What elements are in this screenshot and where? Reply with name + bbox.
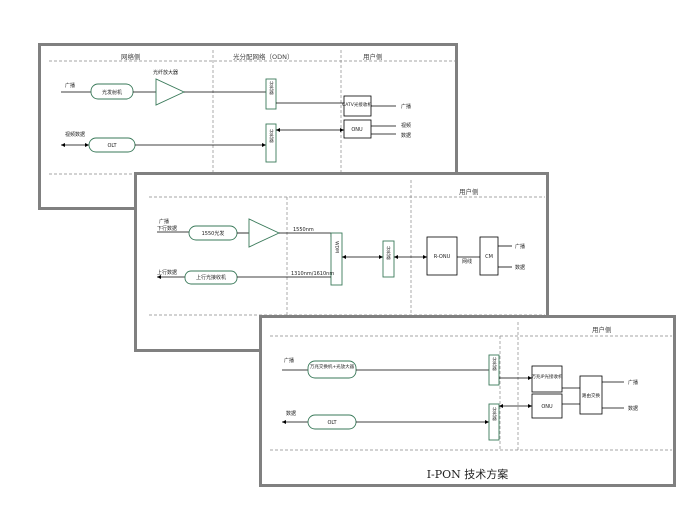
label-wl-mix: 1310nm/1610nm xyxy=(291,271,334,277)
label-broadcast-out: 广播 xyxy=(628,379,638,386)
header-user-side: 用户侧 xyxy=(363,52,383,61)
label-broadcast-out: 广播 xyxy=(401,103,411,110)
cm-box xyxy=(479,236,499,276)
rf-mixed-schematic: 网络侧 光分配网络（ODN） 用户侧 广播 光发射机 光纤放大器 分光器 CAT… xyxy=(49,50,456,175)
wdm-box xyxy=(330,232,343,286)
label-broadcast-in: 广播 xyxy=(159,218,169,225)
switch-amp-box xyxy=(307,360,357,379)
label-splitter: 分光器 xyxy=(386,245,391,261)
label-r-onu: R-ONU xyxy=(434,254,451,260)
label-lan: 网线 xyxy=(462,258,472,265)
label-broadcast-out: 广播 xyxy=(515,243,525,250)
label-olt: OLT xyxy=(107,143,117,149)
label-splitter-top: 分光器 xyxy=(269,80,274,96)
splitter-top-box xyxy=(488,354,500,386)
label-optical-tx: 光发射机 xyxy=(102,89,122,96)
label-catv-rx: CATV光接收机 xyxy=(342,101,372,108)
label-tx-1550: 1550光发 xyxy=(202,230,225,237)
splitter-bottom-box xyxy=(265,123,277,163)
label-wdm: WDM xyxy=(334,241,340,253)
label-olt: OLT xyxy=(327,420,337,426)
upstream-rx-box xyxy=(184,270,238,285)
label-router: 路由交换 xyxy=(582,392,600,399)
rfo-schematic: 用户侧 广播 下行数据 1550光发 1550nm WDM 分光器 R-ONU … xyxy=(149,180,545,316)
label-splitter-top: 分光器 xyxy=(492,356,497,372)
label-data-out: 数据 xyxy=(628,405,638,412)
amplifier-triangle xyxy=(155,78,186,106)
router-box xyxy=(579,375,603,415)
caption-ipon: I-PON 技术方案 xyxy=(426,468,509,481)
splitter-box xyxy=(382,240,395,278)
label-splitter-bottom: 分光器 xyxy=(269,128,274,144)
rx-10g-box xyxy=(531,365,563,393)
label-video-out: 视频 xyxy=(401,122,411,129)
header-user-side: 用户侧 xyxy=(459,187,479,196)
label-video-data-in: 视频数据 xyxy=(65,131,85,138)
header-odn: 光分配网络（ODN） xyxy=(233,52,293,61)
header-network-side: 网络侧 xyxy=(121,52,141,61)
label-onu: ONU xyxy=(541,404,553,410)
label-onu: ONU xyxy=(351,127,363,133)
label-switch-amp: 万兆交换机+光放大器 xyxy=(310,363,355,370)
label-broadcast-in: 广播 xyxy=(65,82,75,89)
ipon-diagram: 用户侧 广播 万兆交换机+光放大器 分光器 万兆IP光接收机 路由交换 广播 数… xyxy=(259,315,676,487)
label-data-out: 数据 xyxy=(401,132,411,139)
onu-box xyxy=(343,119,372,139)
amplifier-triangle xyxy=(248,218,281,248)
label-splitter-bottom: 分光器 xyxy=(492,406,497,422)
splitter-top-box xyxy=(265,78,277,110)
label-broadcast-in: 广播 xyxy=(284,357,294,364)
ipon-schematic: 用户侧 广播 万兆交换机+光放大器 分光器 万兆IP光接收机 路由交换 广播 数… xyxy=(270,322,672,451)
label-data-out: 数据 xyxy=(515,264,525,271)
optical-transmitter-box xyxy=(90,83,134,100)
r-onu-box xyxy=(426,236,458,276)
label-amplifier: 光纤放大器 xyxy=(153,69,178,76)
splitter-bottom-box xyxy=(488,403,500,441)
header-user-side: 用户侧 xyxy=(592,325,612,334)
label-cm: CM xyxy=(485,254,493,260)
label-upstream-data: 上行数据 xyxy=(157,269,177,276)
onu-box xyxy=(531,393,563,419)
label-wl-1550: 1550nm xyxy=(293,227,314,233)
label-data-in: 数据 xyxy=(286,410,296,417)
label-rx-10g: 万兆IP光接收机 xyxy=(531,373,563,380)
label-upstream-rx: 上行光接收机 xyxy=(196,274,226,281)
label-downstream-data: 下行数据 xyxy=(157,225,177,232)
